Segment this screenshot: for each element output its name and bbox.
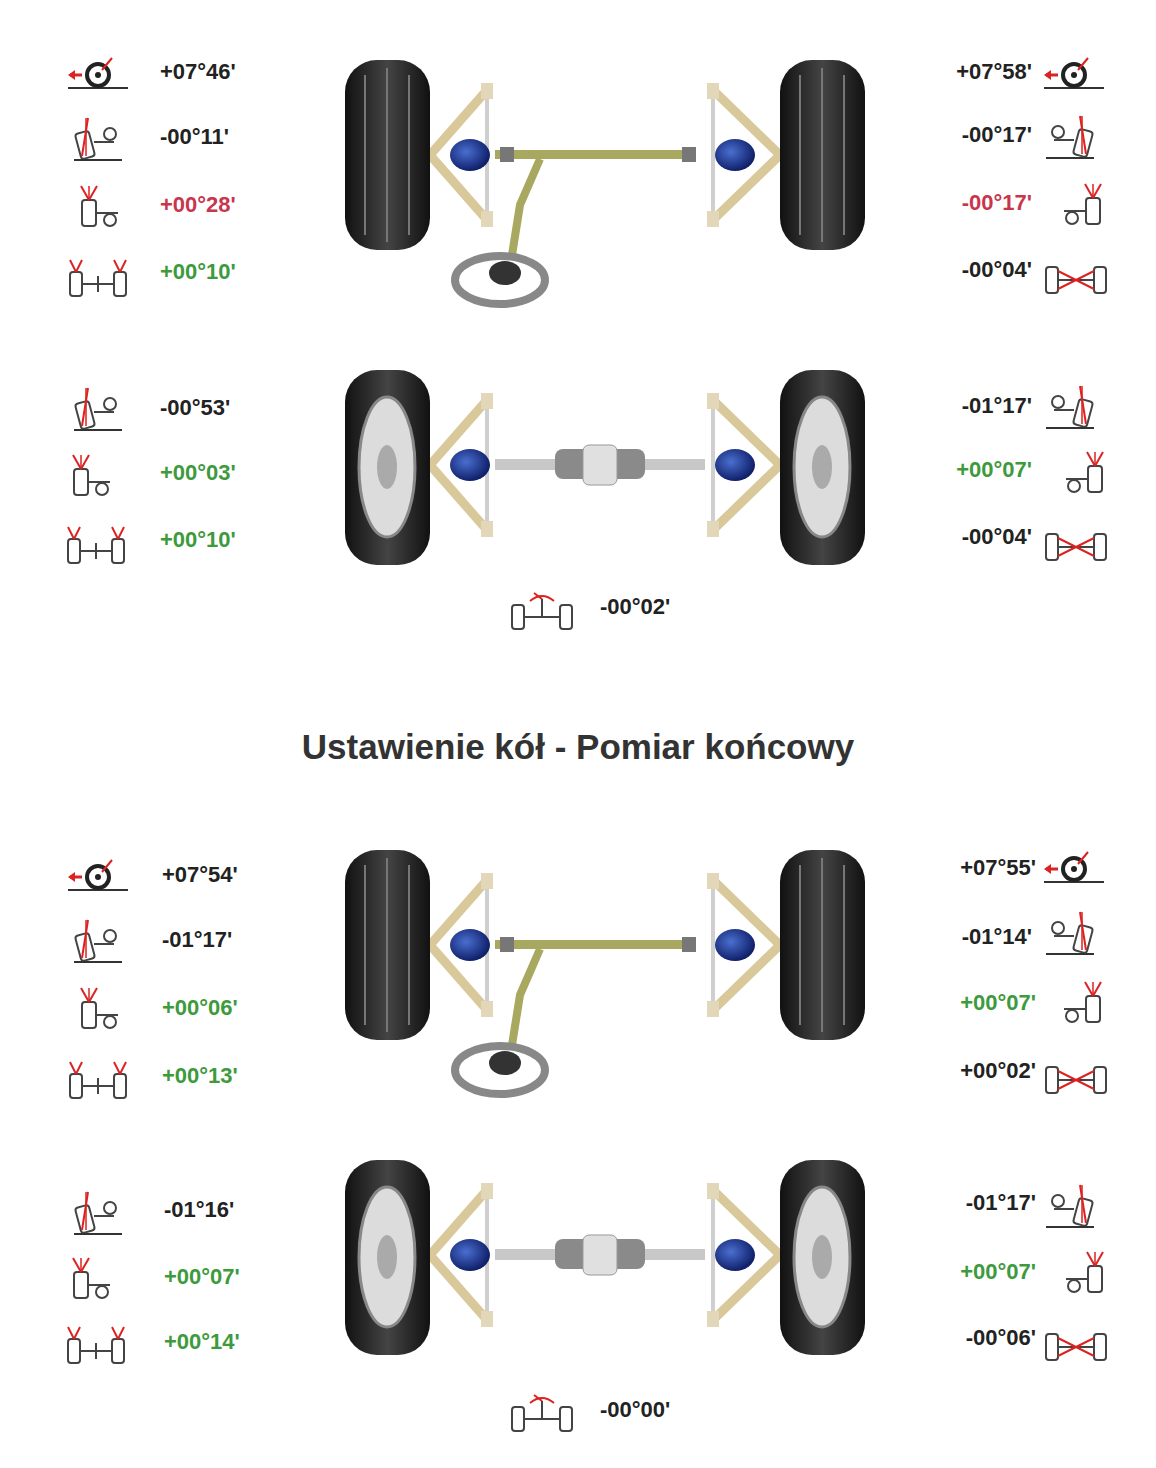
alignment-value: -00°04' xyxy=(962,526,1032,548)
alignment-value: -00°11' xyxy=(160,126,229,148)
alignment-value: -00°53' xyxy=(160,397,230,419)
alignment-value: +07°58' xyxy=(956,61,1032,83)
alignment-value: +07°54' xyxy=(162,864,238,886)
alignment-value: -01°17' xyxy=(962,395,1032,417)
alignment-value: +00°02' xyxy=(960,1060,1036,1082)
alignment-value: +00°10' xyxy=(160,529,236,551)
alignment-value: -00°00' xyxy=(600,1399,670,1421)
alignment-value: -01°17' xyxy=(966,1192,1036,1214)
alignment-value: +00°03' xyxy=(160,462,236,484)
report-title: Ustawienie kół - Pomiar końcowy xyxy=(0,728,1156,767)
alignment-value: +07°46' xyxy=(160,61,236,83)
alignment-value: +07°55' xyxy=(960,857,1036,879)
alignment-value: +00°10' xyxy=(160,261,236,283)
alignment-value: +00°07' xyxy=(164,1266,240,1288)
alignment-value: -00°04' xyxy=(962,259,1032,281)
alignment-value: -01°16' xyxy=(164,1199,234,1221)
alignment-value: -00°17' xyxy=(962,192,1032,214)
alignment-value: -01°14' xyxy=(962,926,1032,948)
alignment-value: -00°06' xyxy=(966,1327,1036,1349)
alignment-value: +00°14' xyxy=(164,1331,240,1353)
alignment-value: +00°07' xyxy=(960,992,1036,1014)
alignment-value: +00°07' xyxy=(960,1261,1036,1283)
alignment-value: -01°17' xyxy=(162,929,232,951)
alignment-value: +00°28' xyxy=(160,194,236,216)
alignment-value: -00°17' xyxy=(962,124,1032,146)
alignment-value: -00°02' xyxy=(600,596,670,618)
alignment-value: +00°07' xyxy=(956,459,1032,481)
alignment-value: +00°13' xyxy=(162,1065,238,1087)
alignment-value: +00°06' xyxy=(162,997,238,1019)
